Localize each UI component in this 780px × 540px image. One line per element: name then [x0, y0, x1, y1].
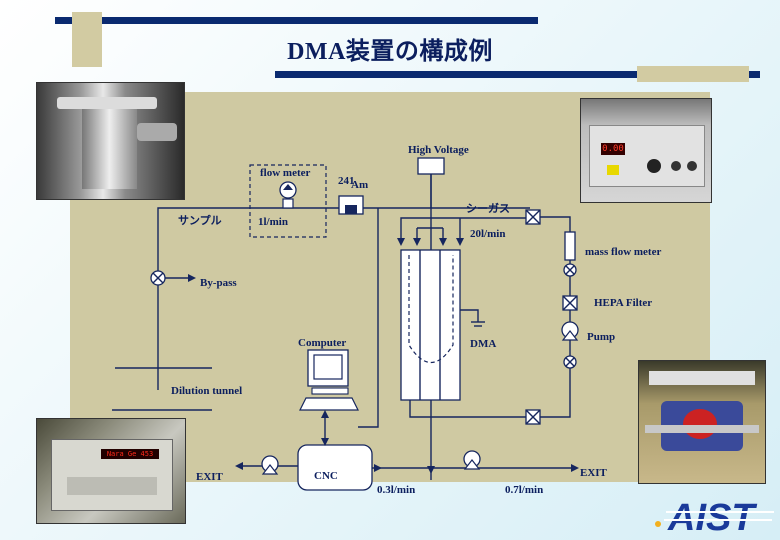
hv-display: 0.00	[601, 143, 625, 155]
label-hepa-filter: HEPA Filter	[594, 297, 652, 309]
label-dma: DMA	[470, 338, 496, 350]
computer-icon	[299, 349, 359, 411]
header-bar-top	[55, 17, 538, 24]
header-bar-bottom	[275, 71, 760, 78]
label-exit-left: EXIT	[196, 471, 224, 483]
aist-logo-text: AIST	[667, 497, 757, 536]
aist-logo: AIST	[655, 497, 774, 536]
label-sample: サンプル	[178, 213, 222, 227]
sample-line	[157, 207, 530, 390]
label-pump: Pump	[587, 331, 615, 343]
label-sheath-flow: 20l/min	[470, 228, 505, 240]
photo-sheath-pump	[638, 360, 766, 484]
hepa-filter-icon	[562, 295, 578, 311]
mass-flow-meter-icon	[564, 231, 576, 261]
label-dilution-tunnel: Dilution tunnel	[171, 385, 242, 397]
label-computer: Computer	[298, 337, 346, 349]
label-am: Am	[351, 179, 368, 191]
photo-cnc: Nara Ge 453	[36, 418, 186, 524]
header-block-left	[72, 12, 102, 67]
flow-meter-box	[249, 164, 327, 238]
cnc-pump-icon	[261, 455, 279, 475]
high-voltage-box	[417, 157, 445, 175]
pump-icon	[561, 321, 579, 341]
label-sample-flow: 1l/min	[258, 216, 288, 228]
cnc-display: Nara Ge 453	[101, 449, 159, 459]
photo-dma-column	[36, 82, 185, 200]
header-block-right	[637, 66, 749, 82]
label-flow-exit: 0.7l/min	[505, 484, 543, 496]
pump-valve-icon	[563, 355, 577, 369]
exit-pump-icon	[463, 450, 481, 470]
label-am-superscript: 241	[338, 175, 355, 187]
label-exit-right: EXIT	[580, 467, 608, 479]
cnc-box	[297, 444, 373, 491]
label-flow-meter: flow meter	[260, 167, 311, 179]
mfm-valve-icon	[563, 263, 577, 277]
label-bypass: By-pass	[200, 277, 237, 289]
dma-column	[400, 249, 461, 401]
label-high-voltage: High Voltage	[408, 144, 469, 156]
label-cnc: CNC	[314, 470, 338, 482]
flow-meter-icon	[279, 181, 297, 209]
sheath-filter-icon	[525, 209, 541, 225]
label-flow-cnc: 0.3l/min	[377, 484, 415, 496]
photo-hv-power-supply: 0.00	[580, 98, 712, 203]
label-mass-flow-meter: mass flow meter	[585, 246, 661, 258]
page-title: DMA装置の構成例	[287, 39, 493, 65]
label-sheath-gas: シーガス	[466, 201, 510, 215]
return-filter-icon	[525, 409, 541, 425]
bypass-valve-icon	[150, 270, 166, 286]
